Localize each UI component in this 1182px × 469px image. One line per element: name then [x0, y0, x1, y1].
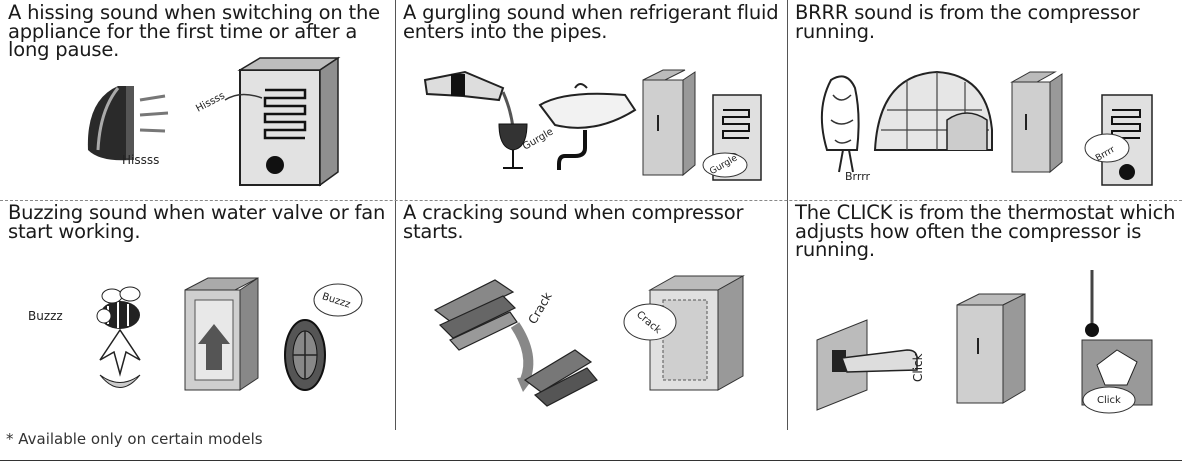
fridge-cutaway-icon	[648, 275, 745, 391]
caption-click: The CLICK is from the thermostat which a…	[795, 201, 1176, 261]
steam-lines	[139, 94, 169, 133]
footnote: * Available only on certain models	[6, 430, 263, 448]
shivering-person-icon	[820, 75, 860, 173]
brrr-illustration: Brrrr Brrrr	[820, 70, 1153, 186]
row-divider	[0, 200, 1182, 201]
wine-glass-icon	[498, 123, 528, 169]
fridge-front-icon	[642, 69, 696, 177]
fridge-back-icon	[237, 56, 341, 187]
bottom-rule	[0, 460, 1182, 461]
switch-finger-icon	[816, 319, 918, 411]
click-label-b: Click	[1097, 395, 1121, 406]
noise-grid: A hissing sound when switching on the ap…	[0, 0, 1182, 430]
cell-brrr: BRRR sound is from the compressor runnin…	[787, 0, 1182, 200]
gurgling-illustration: Gurgle Gurgle	[423, 69, 762, 181]
thermostat-icon	[1081, 270, 1153, 406]
caption-gurgling: A gurgling sound when refrigerant fluid …	[403, 1, 779, 43]
buzz-label-a: Buzzz	[28, 309, 63, 323]
fridge-front-icon	[1010, 71, 1063, 174]
fridge-front-icon	[956, 293, 1026, 404]
caption-hissing: A hissing sound when switching on the ap…	[8, 1, 380, 61]
crack-label-a: Crack	[525, 290, 554, 327]
wood-pile-icon	[433, 279, 518, 351]
hiss-label-b: Hissss	[194, 90, 227, 114]
fridge-cutaway-icon	[184, 277, 259, 391]
sink-icon	[538, 83, 637, 170]
cell-click: The CLICK is from the thermostat which a…	[787, 200, 1182, 430]
cell-buzzing: Buzzing sound when water valve or fan st…	[0, 200, 395, 430]
igloo-icon	[873, 70, 993, 151]
buzzing-illustration: Buzzz Buzz	[28, 277, 363, 391]
click-label-a: Click	[911, 353, 925, 382]
bee-on-flower-icon	[96, 286, 141, 388]
iron-icon	[87, 86, 134, 161]
column-divider	[395, 0, 396, 430]
click-illustration: Click Click	[816, 270, 1153, 414]
caption-buzzing: Buzzing sound when water valve or fan st…	[8, 201, 386, 243]
brrr-label-a: Brrrr	[845, 170, 871, 183]
caption-brrr: BRRR sound is from the compressor runnin…	[795, 1, 1140, 43]
broken-wood-icon	[523, 349, 598, 407]
caption-cracking: A cracking sound when compressor starts.	[403, 201, 744, 243]
bottle-icon	[423, 70, 515, 129]
column-divider	[787, 0, 788, 430]
cell-cracking: A cracking sound when compressor starts.…	[395, 200, 787, 430]
fan-wheel-icon	[284, 319, 326, 391]
cell-hissing: A hissing sound when switching on the ap…	[0, 0, 395, 200]
hiss-label-a: Hissss	[122, 153, 159, 167]
hissing-illustration: Hissss Hissss	[87, 56, 341, 187]
cracking-illustration: Crack Crack	[433, 275, 745, 407]
cell-gurgling: A gurgling sound when refrigerant fluid …	[395, 0, 787, 200]
